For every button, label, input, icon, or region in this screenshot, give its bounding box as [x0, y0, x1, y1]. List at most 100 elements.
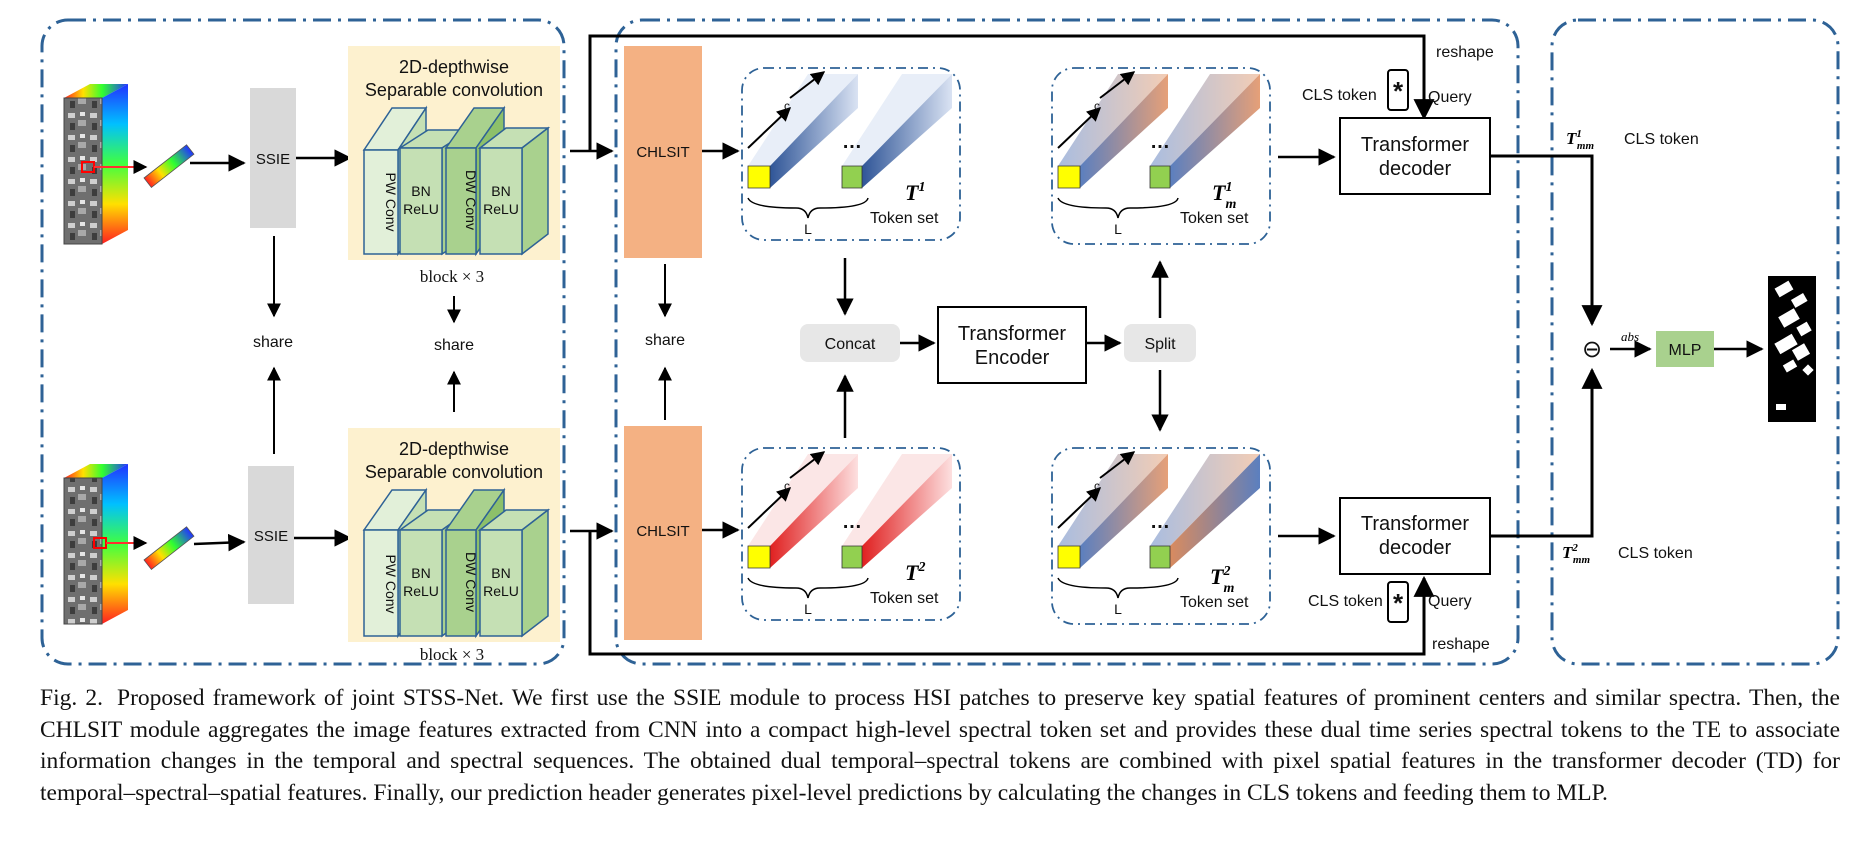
svg-text:T1m: T1m — [1212, 180, 1236, 212]
td-label-line1: Transformer — [1361, 134, 1470, 156]
cls-star: * — [1393, 76, 1404, 106]
framework-diagram: SSIE SSIE share 2D-depthwise Separable c… — [40, 18, 1840, 666]
cls-star: * — [1393, 588, 1404, 618]
reshape-path-bottom — [588, 531, 1435, 656]
arrow — [193, 533, 246, 552]
change-map-output — [1768, 276, 1816, 422]
token-set-tm1 — [1051, 67, 1271, 245]
figure-label: Fig. 2. — [40, 685, 104, 711]
transformer-encoder-block — [937, 306, 1087, 384]
chlsit-label: CHLSIT — [636, 523, 689, 540]
dsc-title-line1: 2D-depthwise — [399, 439, 509, 459]
ssie-label: SSIE — [254, 528, 288, 545]
L-label: L — [1114, 601, 1122, 617]
hsi-cube-t2 — [63, 464, 128, 625]
panel-feature-extraction — [40, 18, 566, 666]
token-set-t2 — [741, 447, 961, 621]
panel-prediction-head — [1550, 18, 1840, 666]
c-label: c — [784, 99, 790, 113]
relu-label: ReLU — [403, 583, 439, 599]
token-set-name-t1: T1 — [905, 180, 925, 205]
token-set-tm2 — [1051, 447, 1271, 625]
query-label: Query — [1428, 89, 1472, 106]
token-set-label: Token set — [1180, 210, 1249, 227]
chlsit-label: CHLSIT — [636, 144, 689, 161]
relu-label: ReLU — [483, 583, 519, 599]
relu-label: ReLU — [403, 201, 439, 217]
te-label-line1: Transformer — [958, 323, 1067, 345]
share-label: share — [645, 332, 685, 349]
token-set-label: Token set — [1180, 594, 1249, 611]
dsc-title-line2: Separable convolution — [365, 462, 543, 482]
dsc-title-line1: 2D-depthwise — [399, 57, 509, 77]
dsc-title-line2: Separable convolution — [365, 80, 543, 100]
transformer-decoder-t2 — [1339, 497, 1491, 575]
cls-token-label: CLS token — [1302, 87, 1377, 104]
svg-text:CLS token: CLS token — [1624, 131, 1699, 148]
bn-label: BN — [411, 183, 430, 199]
L-label: L — [804, 221, 812, 237]
ellipsis: … — [1150, 131, 1170, 153]
relu-label: ReLU — [483, 201, 519, 217]
td-label-line2: decoder — [1379, 158, 1452, 180]
c-label: c — [784, 479, 790, 493]
figure-caption: Fig. 2.Proposed framework of joint STSS-… — [40, 683, 1840, 809]
share-label: share — [253, 334, 293, 351]
L-label: L — [804, 601, 812, 617]
token-set-label: Token set — [870, 210, 939, 227]
mlp-block — [1656, 331, 1714, 367]
token-set-label: Token set — [870, 590, 939, 607]
ellipsis: … — [842, 131, 862, 153]
td-label-line1: Transformer — [1361, 513, 1470, 535]
chlsit-block-t1 — [624, 46, 702, 258]
chlsit-block-t2 — [624, 426, 702, 640]
dw-conv-label: DW Conv — [463, 552, 479, 612]
token-set-t1 — [741, 67, 961, 241]
pw-conv-label: PW Conv — [383, 172, 399, 231]
bn-label: BN — [411, 565, 430, 581]
svg-text:T1: T1 — [905, 180, 925, 205]
reshape-label: reshape — [1432, 636, 1490, 653]
svg-text:T2: T2 — [905, 560, 925, 585]
te-label-line2: Encoder — [975, 347, 1050, 369]
minus-icon: ⊖ — [1582, 336, 1602, 363]
reshape-path-top — [588, 34, 1435, 151]
concat-block — [800, 324, 900, 362]
transformer-decoder-t1 — [1339, 117, 1491, 195]
share-label: share — [434, 337, 474, 354]
ellipsis: … — [1150, 511, 1170, 533]
ssie-block-t1 — [250, 88, 296, 228]
reshape-label: reshape — [1436, 44, 1494, 61]
ssie-block-t2 — [248, 466, 294, 604]
patch-vector-t1 — [143, 144, 195, 189]
split-block — [1124, 324, 1196, 362]
concat-label: Concat — [825, 336, 876, 353]
ellipsis: … — [842, 511, 862, 533]
decoder-output-path-t1 — [1490, 154, 1603, 327]
dw-conv-label: DW Conv — [463, 170, 479, 230]
ssie-label: SSIE — [256, 151, 290, 168]
pw-conv-label: PW Conv — [383, 554, 399, 613]
mlp-label: MLP — [1669, 342, 1702, 359]
conv-stack-t1 — [362, 105, 551, 257]
svg-text:CLS token: CLS token — [1618, 545, 1693, 562]
conv-stack-t2 — [362, 487, 551, 639]
c-label: c — [1094, 99, 1100, 113]
caption-text: Proposed framework of joint STSS-Net. We… — [40, 685, 1840, 806]
cls-token-box — [1387, 581, 1409, 623]
cls-token-label: CLS token — [1308, 593, 1383, 610]
hsi-cube-t1 — [63, 84, 128, 245]
bn-label: BN — [491, 183, 510, 199]
panel-transformer — [614, 18, 1520, 666]
abs-label: abs — [1621, 329, 1639, 344]
c-label: c — [1094, 479, 1100, 493]
L-label: L — [1114, 221, 1122, 237]
svg-text:T2m: T2m — [1210, 564, 1234, 596]
bn-label: BN — [491, 565, 510, 581]
